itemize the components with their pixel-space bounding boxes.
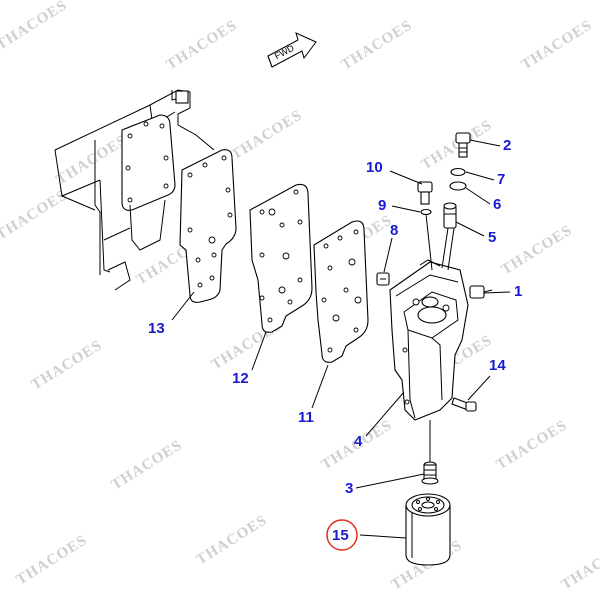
callout-5: 5 bbox=[488, 229, 497, 246]
part-1-bolt bbox=[469, 285, 493, 299]
engine-block bbox=[54, 89, 215, 291]
watermark-text: THACOES bbox=[494, 417, 571, 473]
part-11-plate bbox=[313, 220, 369, 363]
callout-14: 14 bbox=[489, 357, 506, 374]
watermark-text: THACOES bbox=[164, 17, 241, 73]
part-2-plug bbox=[455, 132, 471, 158]
callout-2: 2 bbox=[503, 137, 512, 154]
watermark-text: THACOES bbox=[29, 337, 106, 393]
watermark-text: THACOES bbox=[559, 537, 600, 593]
part-8-fitting bbox=[376, 272, 390, 286]
watermark-text: THACOES bbox=[0, 0, 70, 53]
callout-13: 13 bbox=[148, 320, 165, 337]
watermark-text: THACOES bbox=[14, 532, 91, 588]
o-rings bbox=[420, 167, 467, 271]
watermark-text: THACOES bbox=[339, 17, 416, 73]
watermark-text: THACOES bbox=[499, 222, 576, 278]
callout-11: 11 bbox=[298, 409, 314, 426]
callout-15: 15 bbox=[332, 527, 349, 544]
watermark-text: THACOES bbox=[54, 132, 131, 188]
part-13-gasket bbox=[179, 149, 237, 303]
callout-8: 8 bbox=[390, 222, 399, 239]
part-3-nipple bbox=[421, 461, 439, 485]
part-14-bolt bbox=[451, 397, 477, 412]
callout-4: 4 bbox=[354, 433, 363, 450]
callout-12: 12 bbox=[232, 370, 249, 387]
fwd-arrow-icon bbox=[267, 32, 317, 68]
part-4-filter-housing bbox=[389, 227, 469, 462]
watermark-text: THACOES bbox=[519, 17, 596, 73]
watermark-text: THACOES bbox=[109, 437, 186, 493]
part-12-plate bbox=[249, 183, 313, 333]
part-10-bolt bbox=[417, 181, 433, 205]
callout-9: 9 bbox=[378, 197, 387, 214]
part-5-fitting bbox=[443, 202, 457, 229]
part-15-filter-cartridge bbox=[405, 493, 451, 566]
watermark-text: THACOES bbox=[419, 117, 496, 173]
highlight-circle bbox=[326, 519, 358, 551]
leader-lines bbox=[171, 139, 511, 539]
callout-3: 3 bbox=[345, 480, 354, 497]
callout-6: 6 bbox=[493, 196, 502, 213]
watermark-text: THACOES bbox=[0, 187, 70, 243]
callout-1: 1 bbox=[514, 283, 523, 300]
watermark-text: THACOES bbox=[194, 512, 271, 568]
watermark-text: THACOES bbox=[229, 107, 306, 163]
callout-7: 7 bbox=[497, 171, 506, 188]
callout-10: 10 bbox=[366, 159, 383, 176]
